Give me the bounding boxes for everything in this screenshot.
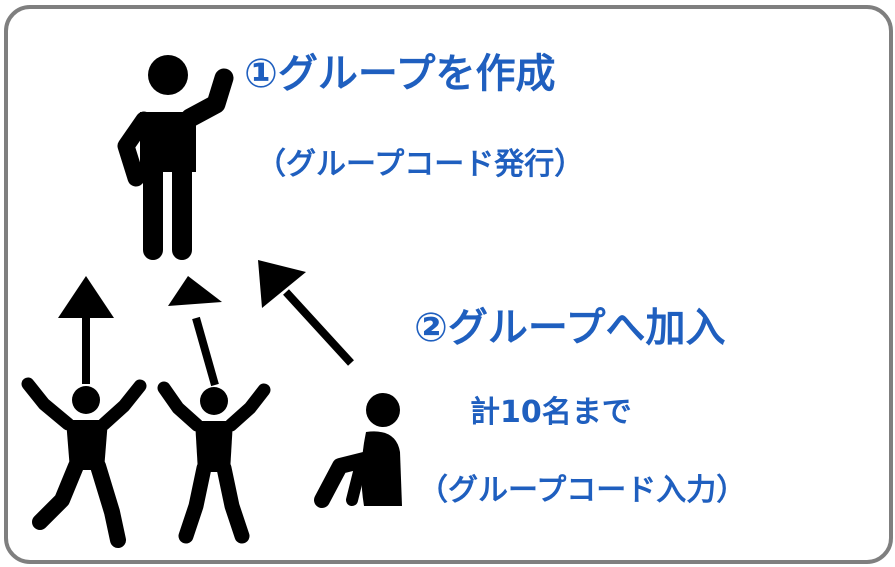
diagram-frame <box>4 5 893 564</box>
step1-subtitle: （グループコード発行） <box>256 147 585 182</box>
leader-figure-icon <box>117 55 234 260</box>
step2-subtitle: （グループコード入力） <box>418 473 747 508</box>
sitting-member-icon <box>314 393 402 508</box>
step2-member-limit: 計10名まで <box>470 395 632 430</box>
cheering-member-icon <box>157 381 271 544</box>
arrow-up-icon <box>168 276 222 387</box>
cheering-member-icon <box>21 377 147 548</box>
arrow-up-left-icon <box>258 260 354 366</box>
arrow-up-icon <box>58 276 114 384</box>
step2-title: ②グループへ加入 <box>414 305 726 351</box>
step1-title: ①グループを作成 <box>244 51 556 97</box>
